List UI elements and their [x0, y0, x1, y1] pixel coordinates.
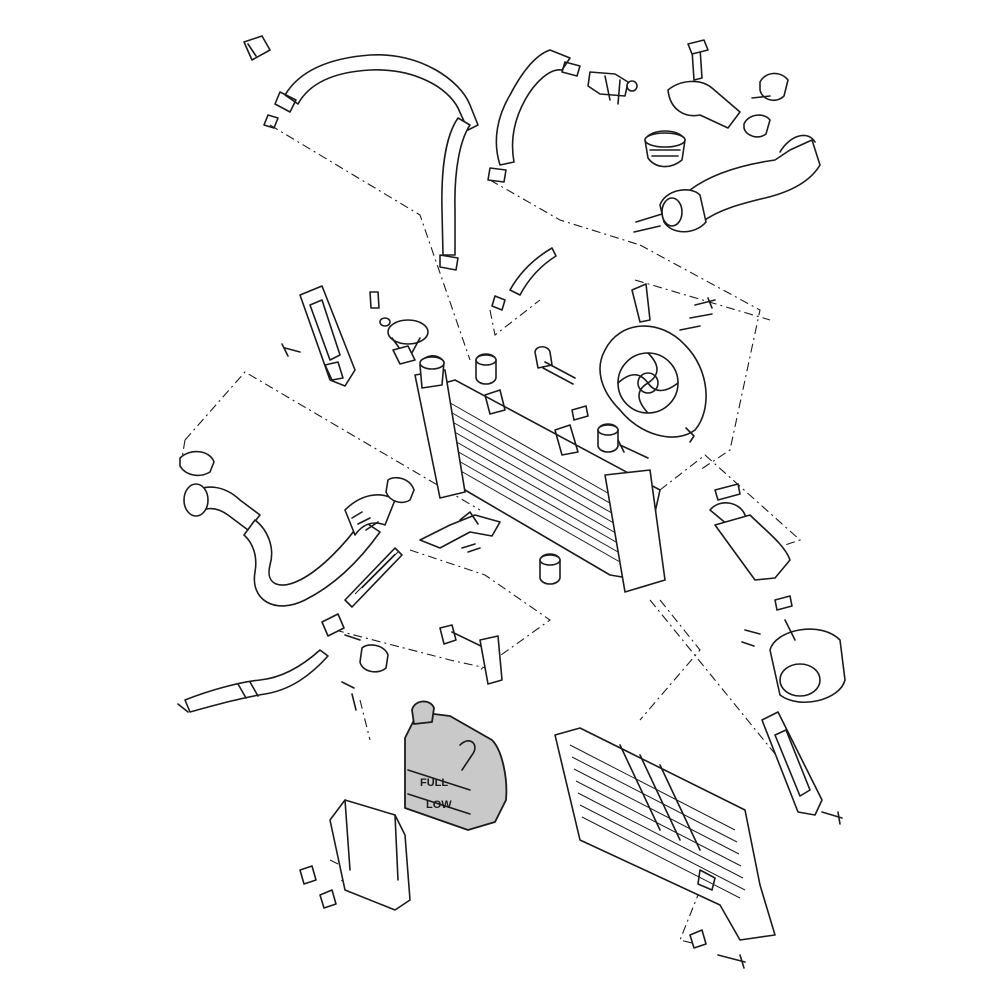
fan-mount-bolts — [571, 297, 716, 459]
reservoir-guard — [299, 799, 411, 911]
hose-clamp-top-left — [243, 35, 271, 61]
left-side-cover — [281, 285, 356, 387]
thermostat-housing — [667, 39, 741, 129]
radiator-upper-hose — [633, 134, 821, 233]
radiator-cap — [369, 291, 429, 365]
upper-bypass-hose — [263, 54, 479, 271]
radiator-guard-grille — [554, 727, 776, 969]
cooling-fan — [599, 283, 713, 443]
thermostat-inlet-hose — [487, 49, 638, 183]
breather-hose — [491, 247, 557, 311]
rubber-grommets — [475, 353, 619, 585]
water-pump-cover — [741, 595, 846, 703]
bypass-tube — [709, 483, 791, 581]
radiator-lower-hose — [179, 450, 415, 607]
grille-slats — [569, 744, 746, 899]
right-side-cover — [761, 711, 843, 825]
radiator-core — [414, 355, 666, 593]
thermostat-cap — [644, 130, 686, 168]
drain-hose — [177, 649, 329, 713]
reservoir-bracket — [439, 624, 503, 685]
hose-clamp-top-right — [743, 72, 789, 138]
overflow-tube — [321, 547, 403, 637]
lower-mount-bracket — [419, 511, 501, 553]
collar-bolt — [534, 345, 576, 385]
coolant-reservoir-tank: FULL LOW — [404, 700, 508, 831]
reservoir-fitting — [341, 634, 389, 711]
radiator-fins — [444, 399, 635, 571]
